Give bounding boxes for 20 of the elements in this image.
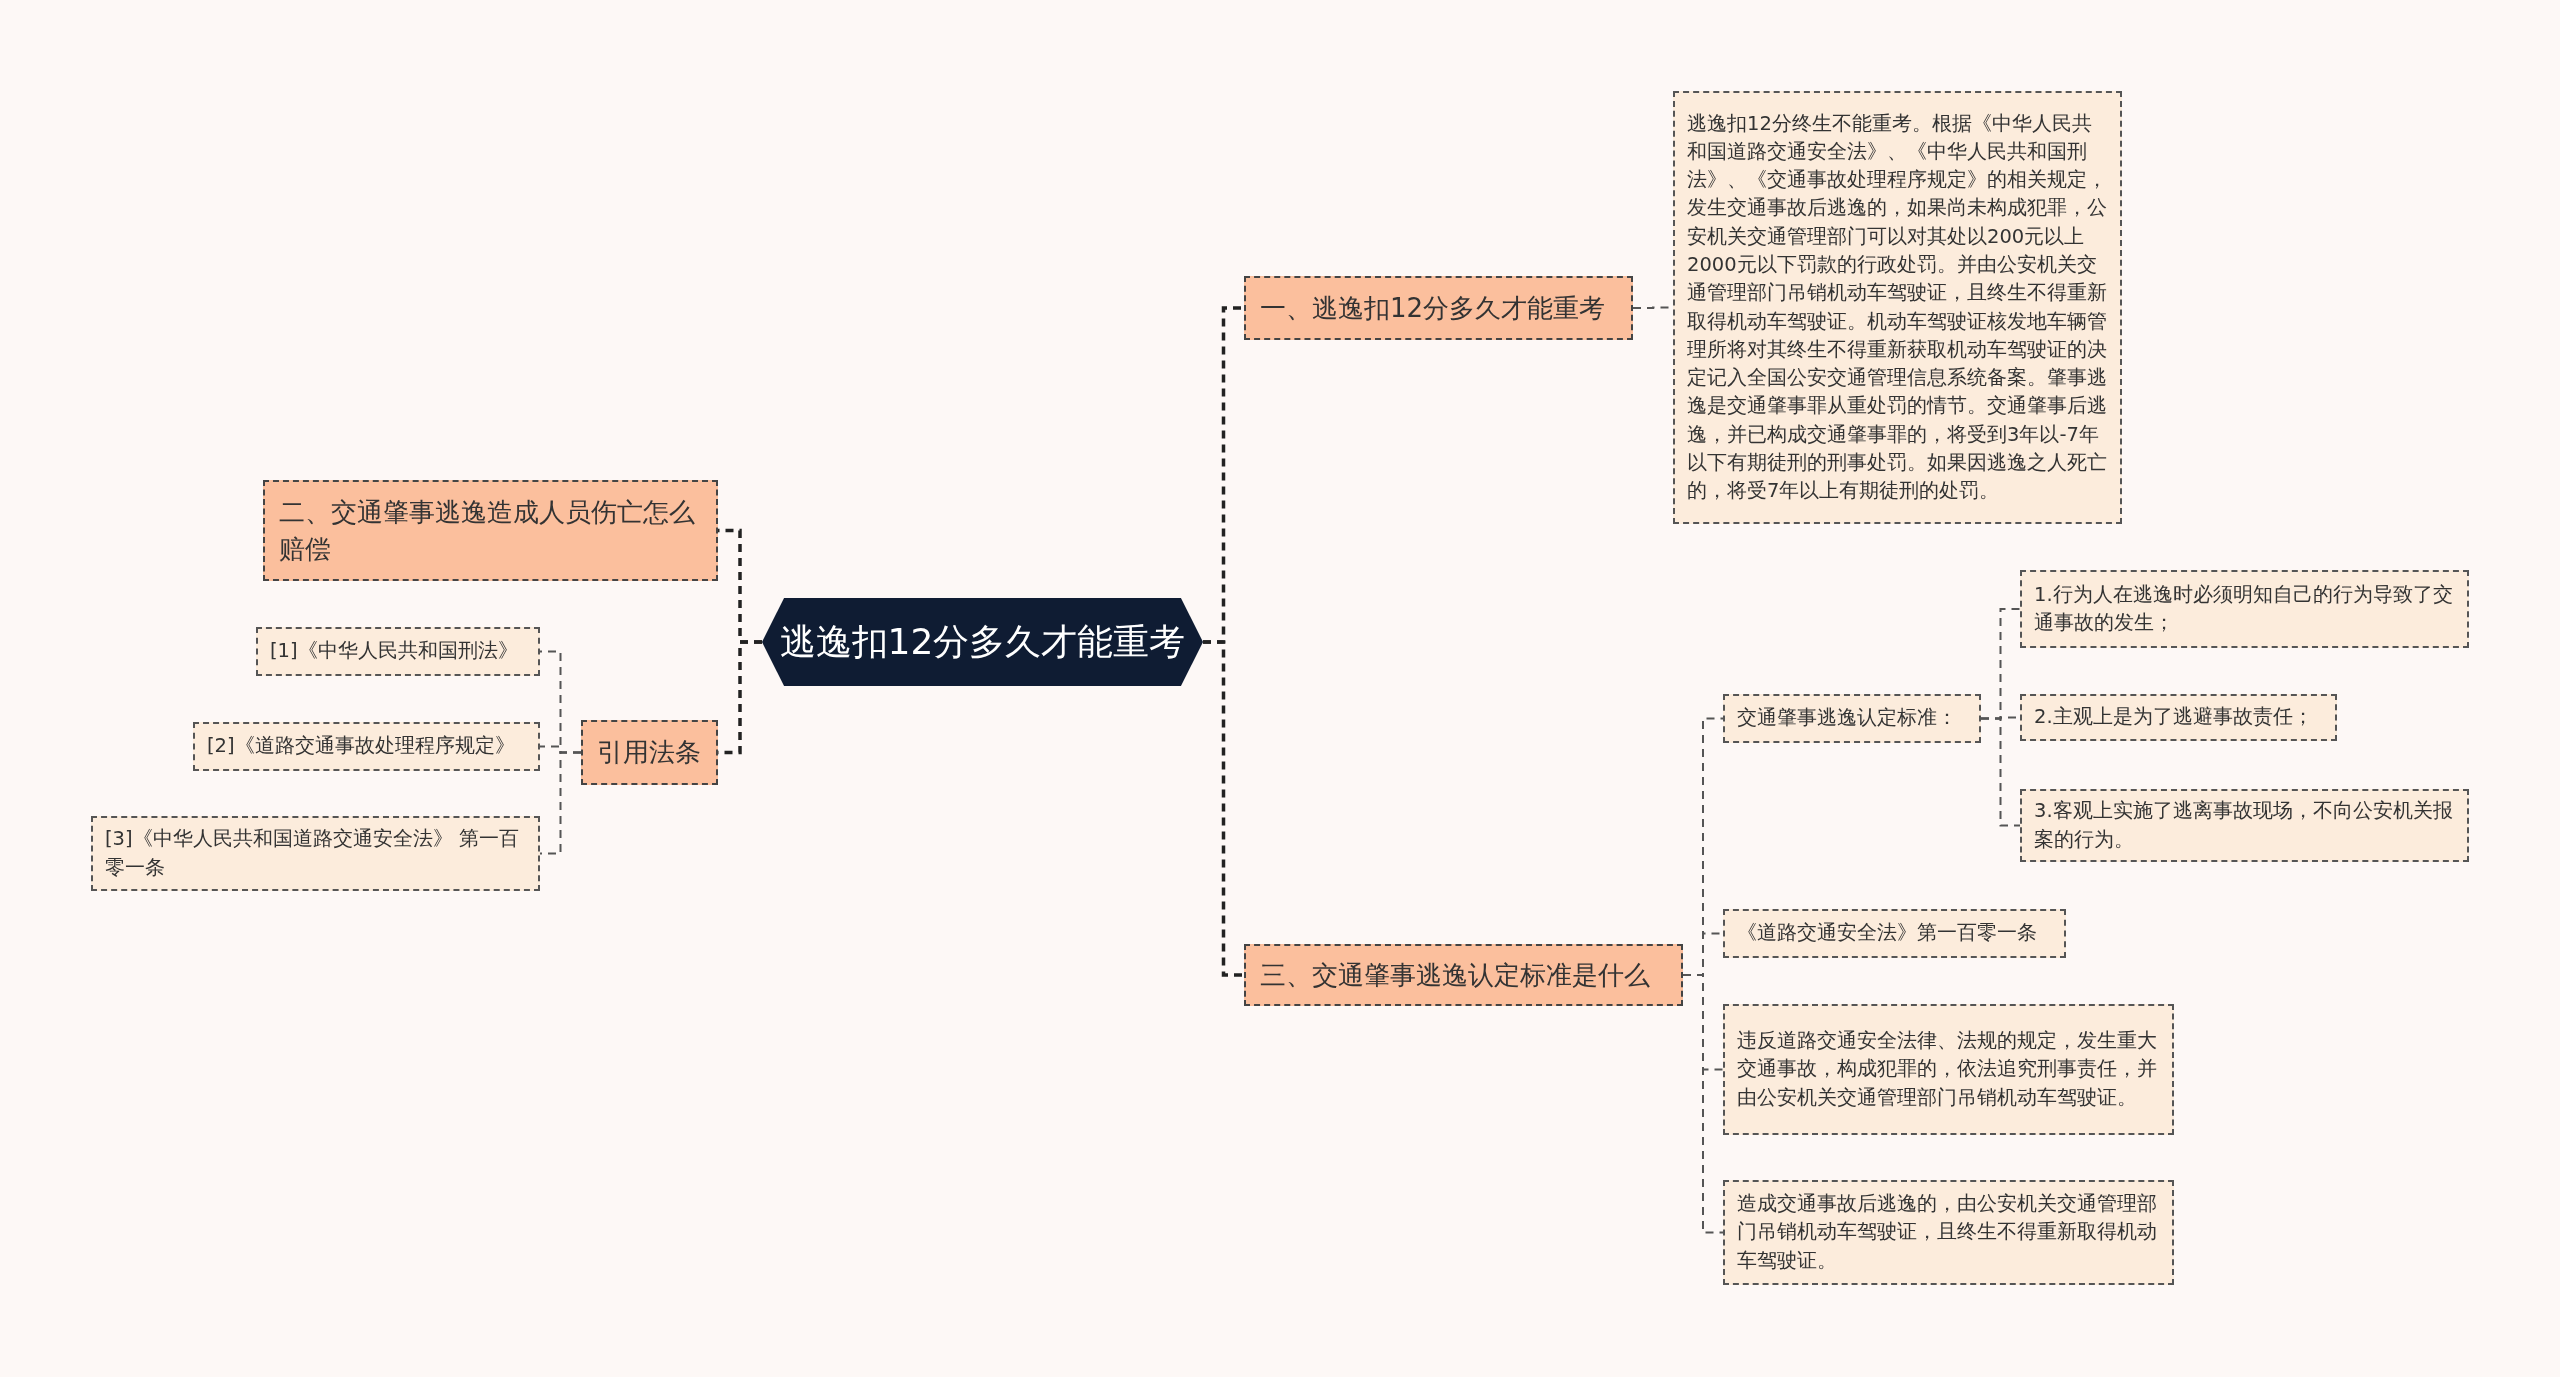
text-box: 3.客观上实施了逃离事故现场，不向公安机关报案的行为。 xyxy=(2020,789,2469,862)
text-box: 《道路交通安全法》第一百零一条 xyxy=(1723,909,2066,958)
connector-line xyxy=(1682,974,1724,1234)
text-box: 逃逸扣12分终生不能重考。根据《中华人民共和国道路交通安全法》、《中华人民共和国刑法》、《交通事故处理程序规定》的相关规定，发生交通事故后逃逸的，如果尚未构成犯罪，公安机关交通管理部门可以对其处以200元以上2000元以下罚款的行政处罚。并由公安机关交通管理部门吊销机动车驾驶证，且终生不得重新取得机动车驾驶证。机动车驾驶证核发地车辆管理所将对其终生不得重新获取机动车驾驶证的决定记入全国公安交通管理信息系统备案。肇事逃逸是交通肇事罪从重处罚的情节。交通肇事后逃逸，并已构成交通肇事罪的，将受到3年以-7年以下有期徒刑的刑事处罚。如果因逃逸之人死亡的，将受7年以上有期徒刑的处罚。 xyxy=(1673,91,2122,524)
connector-line xyxy=(1203,640,1244,977)
text-box: [3]《中华人民共和国道路交通安全法》 第一百零一条 xyxy=(91,816,540,891)
connector-line xyxy=(1980,717,2021,827)
text-box: [1]《中华人民共和国刑法》 xyxy=(256,627,540,676)
central-topic: 逃逸扣12分多久才能重考 xyxy=(762,598,1203,686)
text-box: 2.主观上是为了逃避事故责任； xyxy=(2020,694,2337,741)
topic-box: 二、交通肇事逃逸造成人员伤亡怎么赔偿 xyxy=(263,480,718,581)
text-box: 交通肇事逃逸认定标准： xyxy=(1723,694,1981,743)
topic-box: 一、逃逸扣12分多久才能重考 xyxy=(1244,276,1633,340)
text-box: [2]《道路交通事故处理程序规定》 xyxy=(193,722,540,771)
text-box: 造成交通事故后逃逸的，由公安机关交通管理部门吊销机动车驾驶证，且终生不得重新取得机动车驾驶证。 xyxy=(1723,1180,2174,1285)
text-box: 违反道路交通安全法律、法规的规定，发生重大交通事故，构成犯罪的，依法追究刑事责任，并由公安机关交通管理部门吊销机动车驾驶证。 xyxy=(1723,1004,2174,1135)
topic-box: 三、交通肇事逃逸认定标准是什么 xyxy=(1244,944,1683,1006)
text-box: 1.行为人在逃逸时必须明知自己的行为导致了交通事故的发生； xyxy=(2020,570,2469,648)
connector-line xyxy=(539,751,582,855)
topic-box: 引用法条 xyxy=(581,720,718,785)
